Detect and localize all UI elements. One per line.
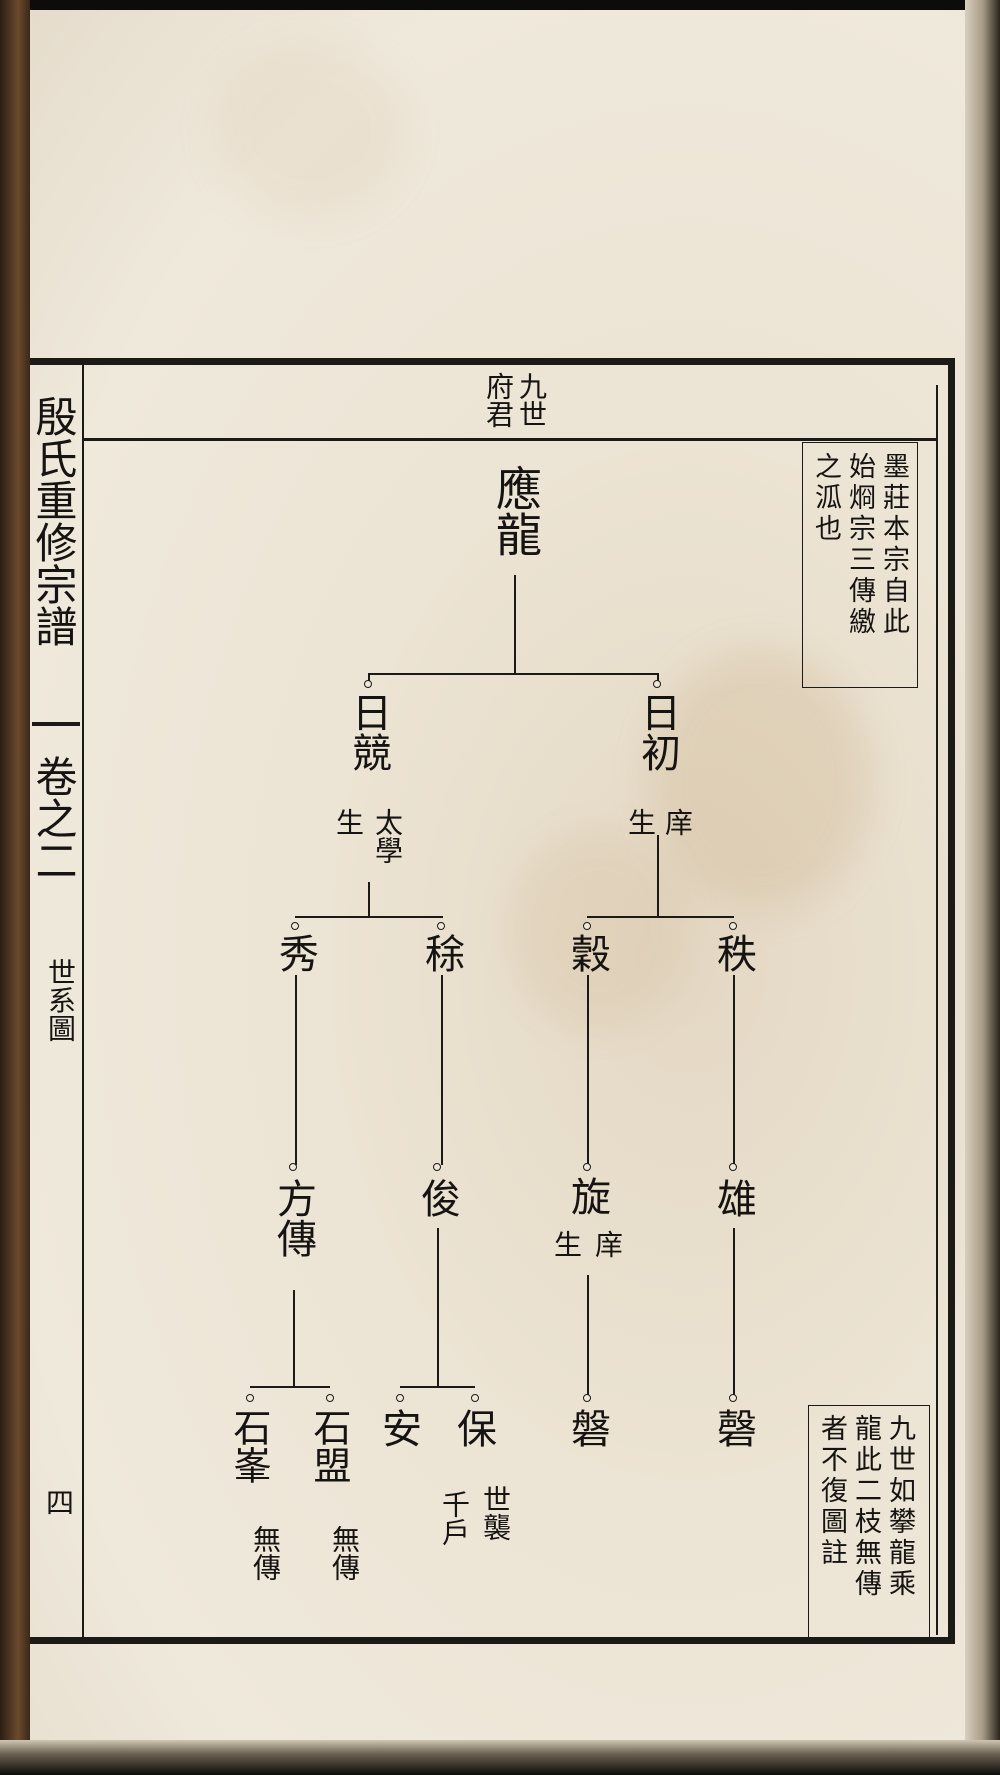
- node-jing-note-b: 生: [332, 808, 365, 836]
- node-jing-note-a: 太學: [371, 808, 404, 864]
- node-jun-name: 俊: [414, 1178, 460, 1218]
- note-box-top: [802, 442, 918, 688]
- note-top-line-1: 墨莊本宗自此: [878, 452, 909, 638]
- dot-gu: [583, 922, 591, 930]
- gen10-drop-right: [657, 673, 659, 685]
- node-xuan-note-a: 庠: [591, 1230, 624, 1258]
- gen13-bar-fang: [250, 1386, 330, 1388]
- note-top-line-3: 之泒也: [810, 452, 841, 545]
- node-qing-name: 磬: [710, 1408, 756, 1448]
- frame-right: [948, 358, 955, 1644]
- dot-pan: [583, 1394, 591, 1402]
- node-xiong-name: 雄: [710, 1178, 756, 1218]
- gen11-bar-right: [587, 916, 734, 918]
- book-spine: [0, 0, 30, 1775]
- gen10-bar: [368, 673, 659, 675]
- frame-left-rule: [82, 365, 84, 1637]
- node-gu-name: 穀: [564, 933, 610, 973]
- node-fangchuan-name: 方傳: [270, 1178, 316, 1258]
- node-richu-note-a: 庠: [661, 808, 694, 836]
- node-richu-name: 日初: [634, 692, 680, 772]
- node-shimeng-note: 無傳: [328, 1525, 361, 1581]
- tu-line: [441, 975, 443, 1165]
- dot-shimeng: [326, 1394, 334, 1402]
- margin-section: 世系圖: [44, 958, 77, 1042]
- dot-tu: [437, 922, 445, 930]
- dot-jing: [364, 680, 372, 688]
- dot-zhi: [729, 922, 737, 930]
- node-root-name: 應龍: [489, 465, 543, 557]
- gu-line: [587, 975, 589, 1165]
- dot-bao: [471, 1394, 479, 1402]
- dot-qing: [729, 1394, 737, 1402]
- node-shifeng-note: 無傳: [249, 1525, 282, 1581]
- node-shimeng-name: 石盟: [307, 1408, 351, 1484]
- paper-sheet: [30, 10, 970, 1740]
- node-bao-name: 保: [450, 1408, 496, 1448]
- node-tu-name: 稌: [418, 933, 464, 973]
- fangchuan-line: [293, 1290, 295, 1388]
- dot-fangchuan: [289, 1163, 297, 1171]
- frame-inner-right: [936, 385, 938, 1635]
- note-bottom-line-1: 九世如攀龍乘: [884, 1414, 915, 1600]
- page-number: 四: [42, 1488, 75, 1516]
- dot-xiong: [729, 1163, 737, 1171]
- header-rule: [84, 438, 936, 441]
- note-box-bottom: [808, 1405, 930, 1639]
- node-richu-note-b: 生: [624, 808, 657, 836]
- margin-volume: 卷之二: [29, 755, 78, 881]
- page-edge: [965, 0, 1000, 1775]
- margin-title: 殷氏重修宗譜: [29, 395, 78, 647]
- jing-stem: [368, 882, 370, 918]
- node-bao-note-b: 千戶: [438, 1490, 471, 1546]
- note-top-line-2: 始烱宗三傳繳: [844, 452, 875, 638]
- gen10-drop-left: [368, 673, 370, 685]
- page-edge-bottom: [0, 1740, 1000, 1775]
- node-zhi-name: 秩: [710, 933, 756, 973]
- zhi-line: [733, 975, 735, 1165]
- dot-shifeng: [246, 1394, 254, 1402]
- xiong-line: [733, 1228, 735, 1396]
- node-bao-note-a: 世襲: [479, 1485, 512, 1541]
- header-honorific: 府君: [482, 372, 515, 428]
- note-bottom-line-2: 龍此二枝無傳: [850, 1414, 881, 1600]
- dot-richu: [653, 680, 661, 688]
- node-xuan-note-b: 生: [550, 1230, 583, 1258]
- dot-jun: [433, 1163, 441, 1171]
- frame-bottom: [30, 1637, 955, 1644]
- note-bottom-line-3: 者不復圖註: [816, 1414, 847, 1569]
- dot-xuan: [583, 1163, 591, 1171]
- node-pan-name: 磐: [564, 1408, 610, 1448]
- node-xiu-name: 秀: [272, 933, 318, 973]
- dot-xiu: [291, 922, 299, 930]
- richu-stem: [657, 835, 659, 918]
- gen11-bar-left: [295, 916, 443, 918]
- xuan-line: [587, 1275, 589, 1396]
- node-an-name: 安: [375, 1408, 421, 1448]
- xiu-line: [295, 975, 297, 1165]
- node-jing-name: 日競: [345, 692, 391, 772]
- margin-divider: [32, 722, 80, 726]
- jun-line: [437, 1228, 439, 1388]
- gen13-bar-jun: [400, 1386, 475, 1388]
- dot-an: [396, 1394, 404, 1402]
- frame-top: [30, 358, 955, 365]
- header-generation: 九世: [515, 372, 548, 428]
- node-xuan-name: 旋: [564, 1176, 610, 1216]
- root-stem: [514, 575, 516, 675]
- node-shifeng-name: 石峯: [227, 1408, 271, 1484]
